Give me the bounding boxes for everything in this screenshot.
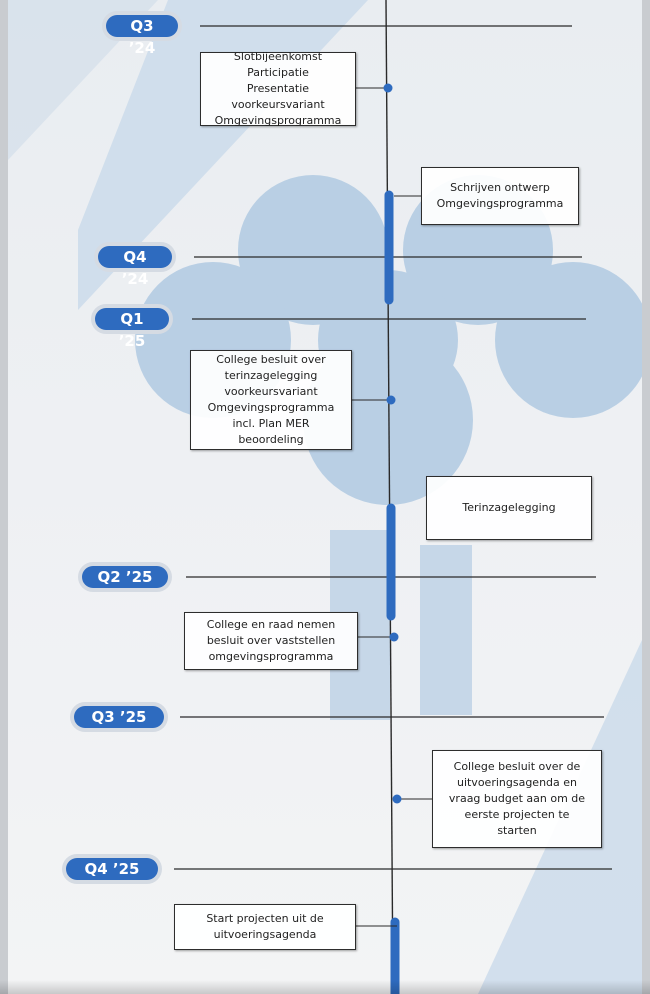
- event-line: College besluit over: [216, 353, 326, 366]
- event-line: terinzagelegging: [224, 369, 318, 382]
- event-line: incl. Plan MER: [232, 417, 310, 430]
- event-line: voorkeursvariant: [231, 98, 325, 111]
- timeline-axis: [385, 0, 394, 994]
- event-marker-dot: [392, 794, 402, 804]
- event-line: Presentatie: [246, 82, 310, 95]
- event-line: Omgevingsprogramma: [214, 114, 342, 127]
- event-line: College en raad nemen: [206, 618, 336, 631]
- event-line: voorkeursvariant: [224, 385, 318, 398]
- event-line: Slotbijeenkomst: [233, 50, 323, 63]
- event-line: uitvoeringsagenda en: [456, 776, 578, 789]
- event-line: starten: [497, 824, 537, 837]
- event-line: Schrijven ontwerp: [450, 181, 550, 194]
- event-box-uitvoeringsagenda: College besluit over de uitvoeringsagend…: [432, 750, 602, 848]
- event-box-college-besluit-terinzagelegging: College besluit over terinzagelegging vo…: [190, 350, 352, 450]
- event-box-schrijven-ontwerp: Schrijven ontwerp Omgevingsprogramma: [421, 167, 579, 225]
- event-line: College besluit over de: [453, 760, 581, 773]
- event-line: Start projecten uit de: [206, 912, 324, 925]
- bottom-shadow: [0, 980, 650, 994]
- event-line: Participatie: [247, 66, 309, 79]
- quarter-label-q4-24: Q4 ’24: [98, 246, 172, 288]
- quarter-label-q3-24: Q3 ’24: [106, 15, 178, 57]
- event-box-start-projecten: Start projecten uit de uitvoeringsagenda: [174, 904, 356, 950]
- event-line: Terinzagelegging: [462, 501, 556, 514]
- event-line: Omgevingsprogramma: [207, 401, 335, 414]
- event-box-vaststellen: College en raad nemen besluit over vasts…: [184, 612, 358, 670]
- event-marker-dot: [386, 395, 396, 405]
- timeline-diagram: [174, 0, 612, 994]
- quarter-label-q1-25: Q1 ’25: [95, 308, 169, 350]
- event-box-slotbijeenkomst: Slotbijeenkomst Participatie Presentatie…: [200, 50, 356, 127]
- photo-page: Q3 ’24 Q4 ’24 Q1 ’25 Q2 ’25 Q3 ’25 Q4 ’2…: [8, 0, 642, 994]
- event-box-terinzagelegging: Terinzagelegging: [426, 476, 592, 540]
- event-line: eerste projecten te: [464, 808, 570, 821]
- event-line: Omgevingsprogramma: [436, 197, 564, 210]
- event-marker-dot: [383, 83, 393, 93]
- event-line: besluit over vaststellen: [206, 634, 336, 647]
- quarter-label-q3-25: Q3 ’25: [74, 706, 164, 728]
- event-line: beoordeling: [238, 433, 304, 446]
- event-marker-dot: [389, 632, 399, 642]
- quarter-label-q4-25: Q4 ’25: [66, 858, 158, 880]
- event-line: omgevingsprogramma: [208, 650, 334, 663]
- event-line: vraag budget aan om de: [448, 792, 586, 805]
- event-line: uitvoeringsagenda: [213, 928, 317, 941]
- quarter-label-q2-25: Q2 ’25: [82, 566, 168, 588]
